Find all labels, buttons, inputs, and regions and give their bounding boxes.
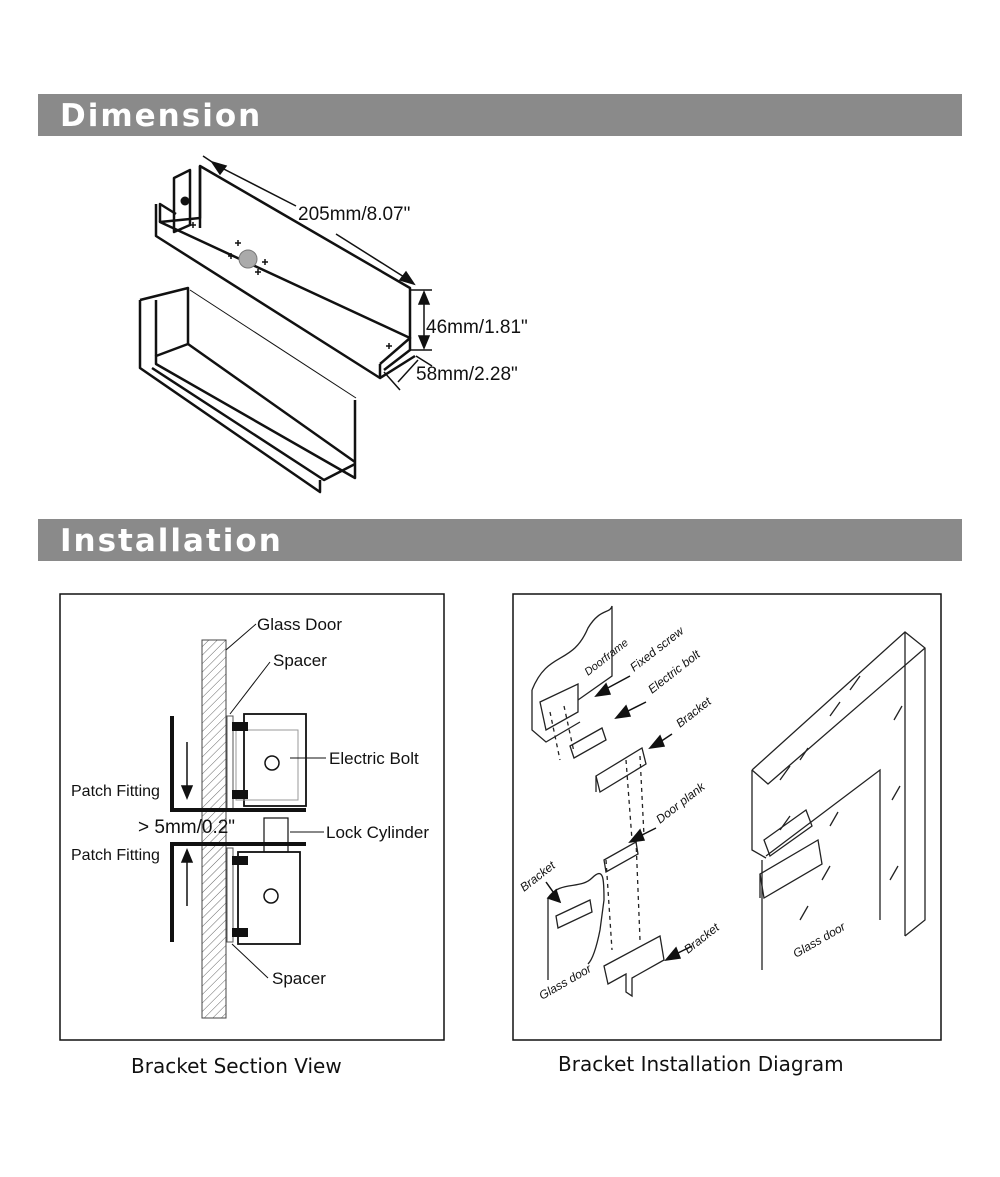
label-spacer-top: Spacer [273, 651, 327, 670]
label-glass-door: Glass Door [257, 615, 342, 634]
label-glass-door-right: Glass door [791, 919, 849, 961]
label-doorframe: Doorframe [582, 637, 630, 678]
installation-title: Installation [60, 523, 283, 559]
dimension-header: Dimension [38, 94, 962, 136]
dimension-length: 205mm/8.07" [298, 204, 410, 225]
label-lock-cylinder: Lock Cylinder [326, 823, 429, 842]
dimension-height: 46mm/1.81" [426, 317, 528, 338]
label-door-plank: Door plank [653, 779, 708, 826]
label-bracket-bottom: Bracket [681, 920, 722, 956]
label-glass-door-left: Glass door [537, 961, 595, 1003]
dimension-title: Dimension [60, 98, 263, 134]
label-electric-bolt: Electric Bolt [329, 749, 419, 768]
label-electric-bolt-install: Electric bolt [645, 647, 703, 697]
label-patch-fitting-bottom: Patch Fitting [71, 847, 160, 864]
label-bracket-left: Bracket [517, 858, 558, 894]
caption-installation-diagram: Bracket Installation Diagram [558, 1052, 844, 1076]
dimension-depth: 58mm/2.28" [416, 364, 518, 385]
label-bracket-top: Bracket [673, 694, 714, 730]
installation-header: Installation [38, 519, 962, 561]
label-gap: > 5mm/0.2" [138, 817, 235, 838]
label-patch-fitting-top: Patch Fitting [71, 783, 160, 800]
caption-section-view: Bracket Section View [131, 1054, 342, 1078]
label-fixed-screw: Fixed screw [627, 623, 687, 674]
label-spacer-bottom: Spacer [272, 969, 326, 988]
